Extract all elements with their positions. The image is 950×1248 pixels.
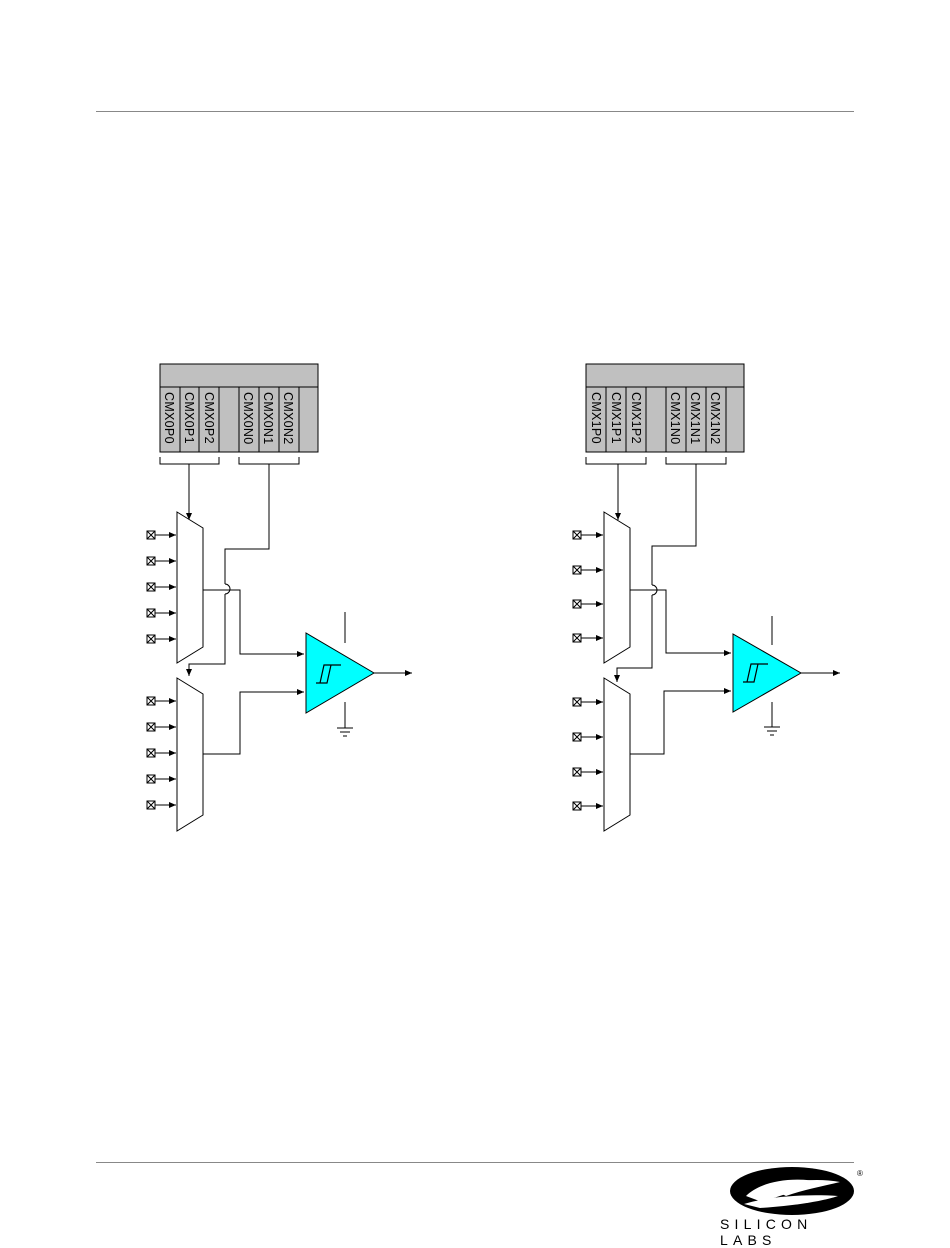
- input-pin-icon: [147, 801, 176, 809]
- input-pin-icon: [573, 802, 603, 810]
- negative-mux: [177, 678, 203, 831]
- positive-select-bracket: [160, 457, 219, 464]
- input-pin-icon: [147, 557, 176, 565]
- comparator1-block: CMX1P0 CMX1P1 CMX1P2 CMX1N0 CMX1N1 CMX1N…: [573, 364, 840, 831]
- reg-bit-cmx1p0: CMX1P0: [589, 392, 603, 444]
- input-pin-icon: [573, 768, 603, 776]
- svg-text:®: ®: [857, 1169, 863, 1178]
- negative-mux: [604, 678, 630, 831]
- positive-mux-output-wire: [203, 590, 304, 654]
- input-pin-icon: [147, 723, 176, 731]
- input-pin-icon: [573, 698, 603, 706]
- negative-select-bracket: [666, 457, 726, 464]
- reg-bit-cmx1n1: CMX1N1: [688, 392, 702, 445]
- positive-input-pins: [147, 531, 176, 643]
- comparator0: [306, 612, 412, 736]
- input-pin-icon: [573, 733, 603, 741]
- input-pin-icon: [147, 531, 176, 539]
- comparator1: [733, 616, 840, 735]
- ground-icon: [337, 728, 353, 736]
- positive-input-pins: [573, 531, 603, 642]
- negative-select-line: [652, 464, 696, 585]
- comparator0-block: CMX0P0 CMX0P1 CMX0P2 CMX0N0 CMX0N1 CMX0N…: [147, 364, 412, 831]
- positive-mux: [177, 512, 203, 663]
- reg-bit-cmx1n0: CMX1N0: [668, 392, 682, 445]
- reg-bit-cmx1n2: CMX1N2: [708, 392, 722, 445]
- input-pin-icon: [147, 583, 176, 591]
- input-pin-icon: [573, 566, 603, 574]
- wire-crossover-hop: [225, 584, 230, 594]
- input-pin-icon: [573, 531, 603, 539]
- reg-bit-cmx1p2: CMX1P2: [629, 392, 643, 444]
- positive-mux-output-wire: [630, 590, 731, 653]
- ground-icon: [764, 727, 780, 735]
- negative-input-pins: [573, 698, 603, 810]
- input-pin-icon: [147, 775, 176, 783]
- input-pin-icon: [573, 634, 603, 642]
- reg-bit-cmx0n0: CMX0N0: [241, 392, 255, 445]
- input-pin-icon: [147, 697, 176, 705]
- negative-select-bracket: [239, 457, 299, 464]
- cpt0mx-register: CMX0P0 CMX0P1 CMX0P2 CMX0N0 CMX0N1 CMX0N…: [160, 364, 318, 452]
- cpt1mx-register: CMX1P0 CMX1P1 CMX1P2 CMX1N0 CMX1N1 CMX1N…: [586, 364, 744, 452]
- reg-bit-cmx1p1: CMX1P1: [609, 392, 623, 444]
- input-pin-icon: [147, 749, 176, 757]
- negative-mux-output-wire: [630, 691, 731, 754]
- reg-bit-cmx0p2: CMX0P2: [202, 392, 216, 444]
- input-pin-icon: [147, 635, 176, 643]
- input-pin-icon: [573, 600, 603, 608]
- input-pin-icon: [147, 609, 176, 617]
- reg-bit-cmx0p1: CMX0P1: [182, 392, 196, 444]
- reg-bit-cmx0n2: CMX0N2: [281, 392, 295, 445]
- negative-mux-output-wire: [203, 692, 304, 754]
- positive-mux: [604, 512, 630, 663]
- reg-bit-cmx0p0: CMX0P0: [162, 392, 176, 444]
- negative-input-pins: [147, 697, 176, 809]
- negative-select-line: [225, 464, 269, 584]
- positive-select-bracket: [586, 457, 646, 464]
- silicon-labs-logo-icon: ®: [730, 1167, 863, 1215]
- reg-bit-cmx0n1: CMX0N1: [261, 392, 275, 445]
- silicon-labs-wordmark: SILICON LABS: [720, 1216, 862, 1248]
